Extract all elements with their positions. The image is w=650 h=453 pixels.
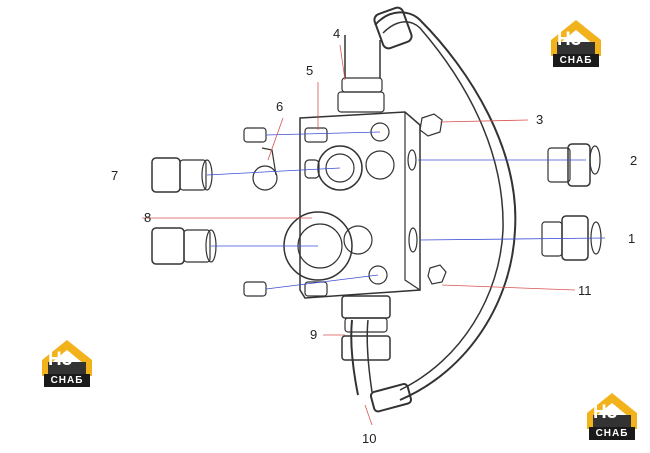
callout-5: 5	[306, 63, 314, 78]
house-icon	[551, 20, 601, 56]
brand-logo-left: H3 CHAБ	[38, 336, 96, 394]
house-icon	[587, 393, 637, 429]
house-icon	[42, 340, 92, 376]
logo-mark: H3	[48, 349, 73, 370]
callout-7: 7	[111, 168, 119, 183]
callout-3: 3	[536, 112, 544, 127]
hose	[374, 11, 517, 401]
callout-11: 11	[578, 283, 592, 298]
logo-caption: CHAБ	[589, 427, 635, 440]
callout-8: 8	[144, 210, 152, 225]
callout-4: 4	[333, 26, 341, 41]
logo-caption: CHAБ	[44, 374, 90, 387]
callout-6: 6	[276, 99, 284, 114]
logo-mark: H3	[593, 402, 618, 423]
leader-1	[419, 237, 606, 241]
callout-2: 2	[630, 153, 638, 168]
logo-caption: CHAБ	[553, 54, 599, 67]
valve-block	[299, 111, 421, 299]
logo-mark: H3	[557, 29, 582, 50]
brand-logo-top-right: H3 CHAБ	[547, 16, 605, 74]
brand-logo-bottom-right: H3 CHAБ	[583, 389, 641, 447]
leader-7	[206, 167, 341, 176]
callout-9: 9	[310, 327, 318, 342]
callout-10: 10	[362, 431, 377, 446]
callout-1: 1	[628, 231, 636, 246]
